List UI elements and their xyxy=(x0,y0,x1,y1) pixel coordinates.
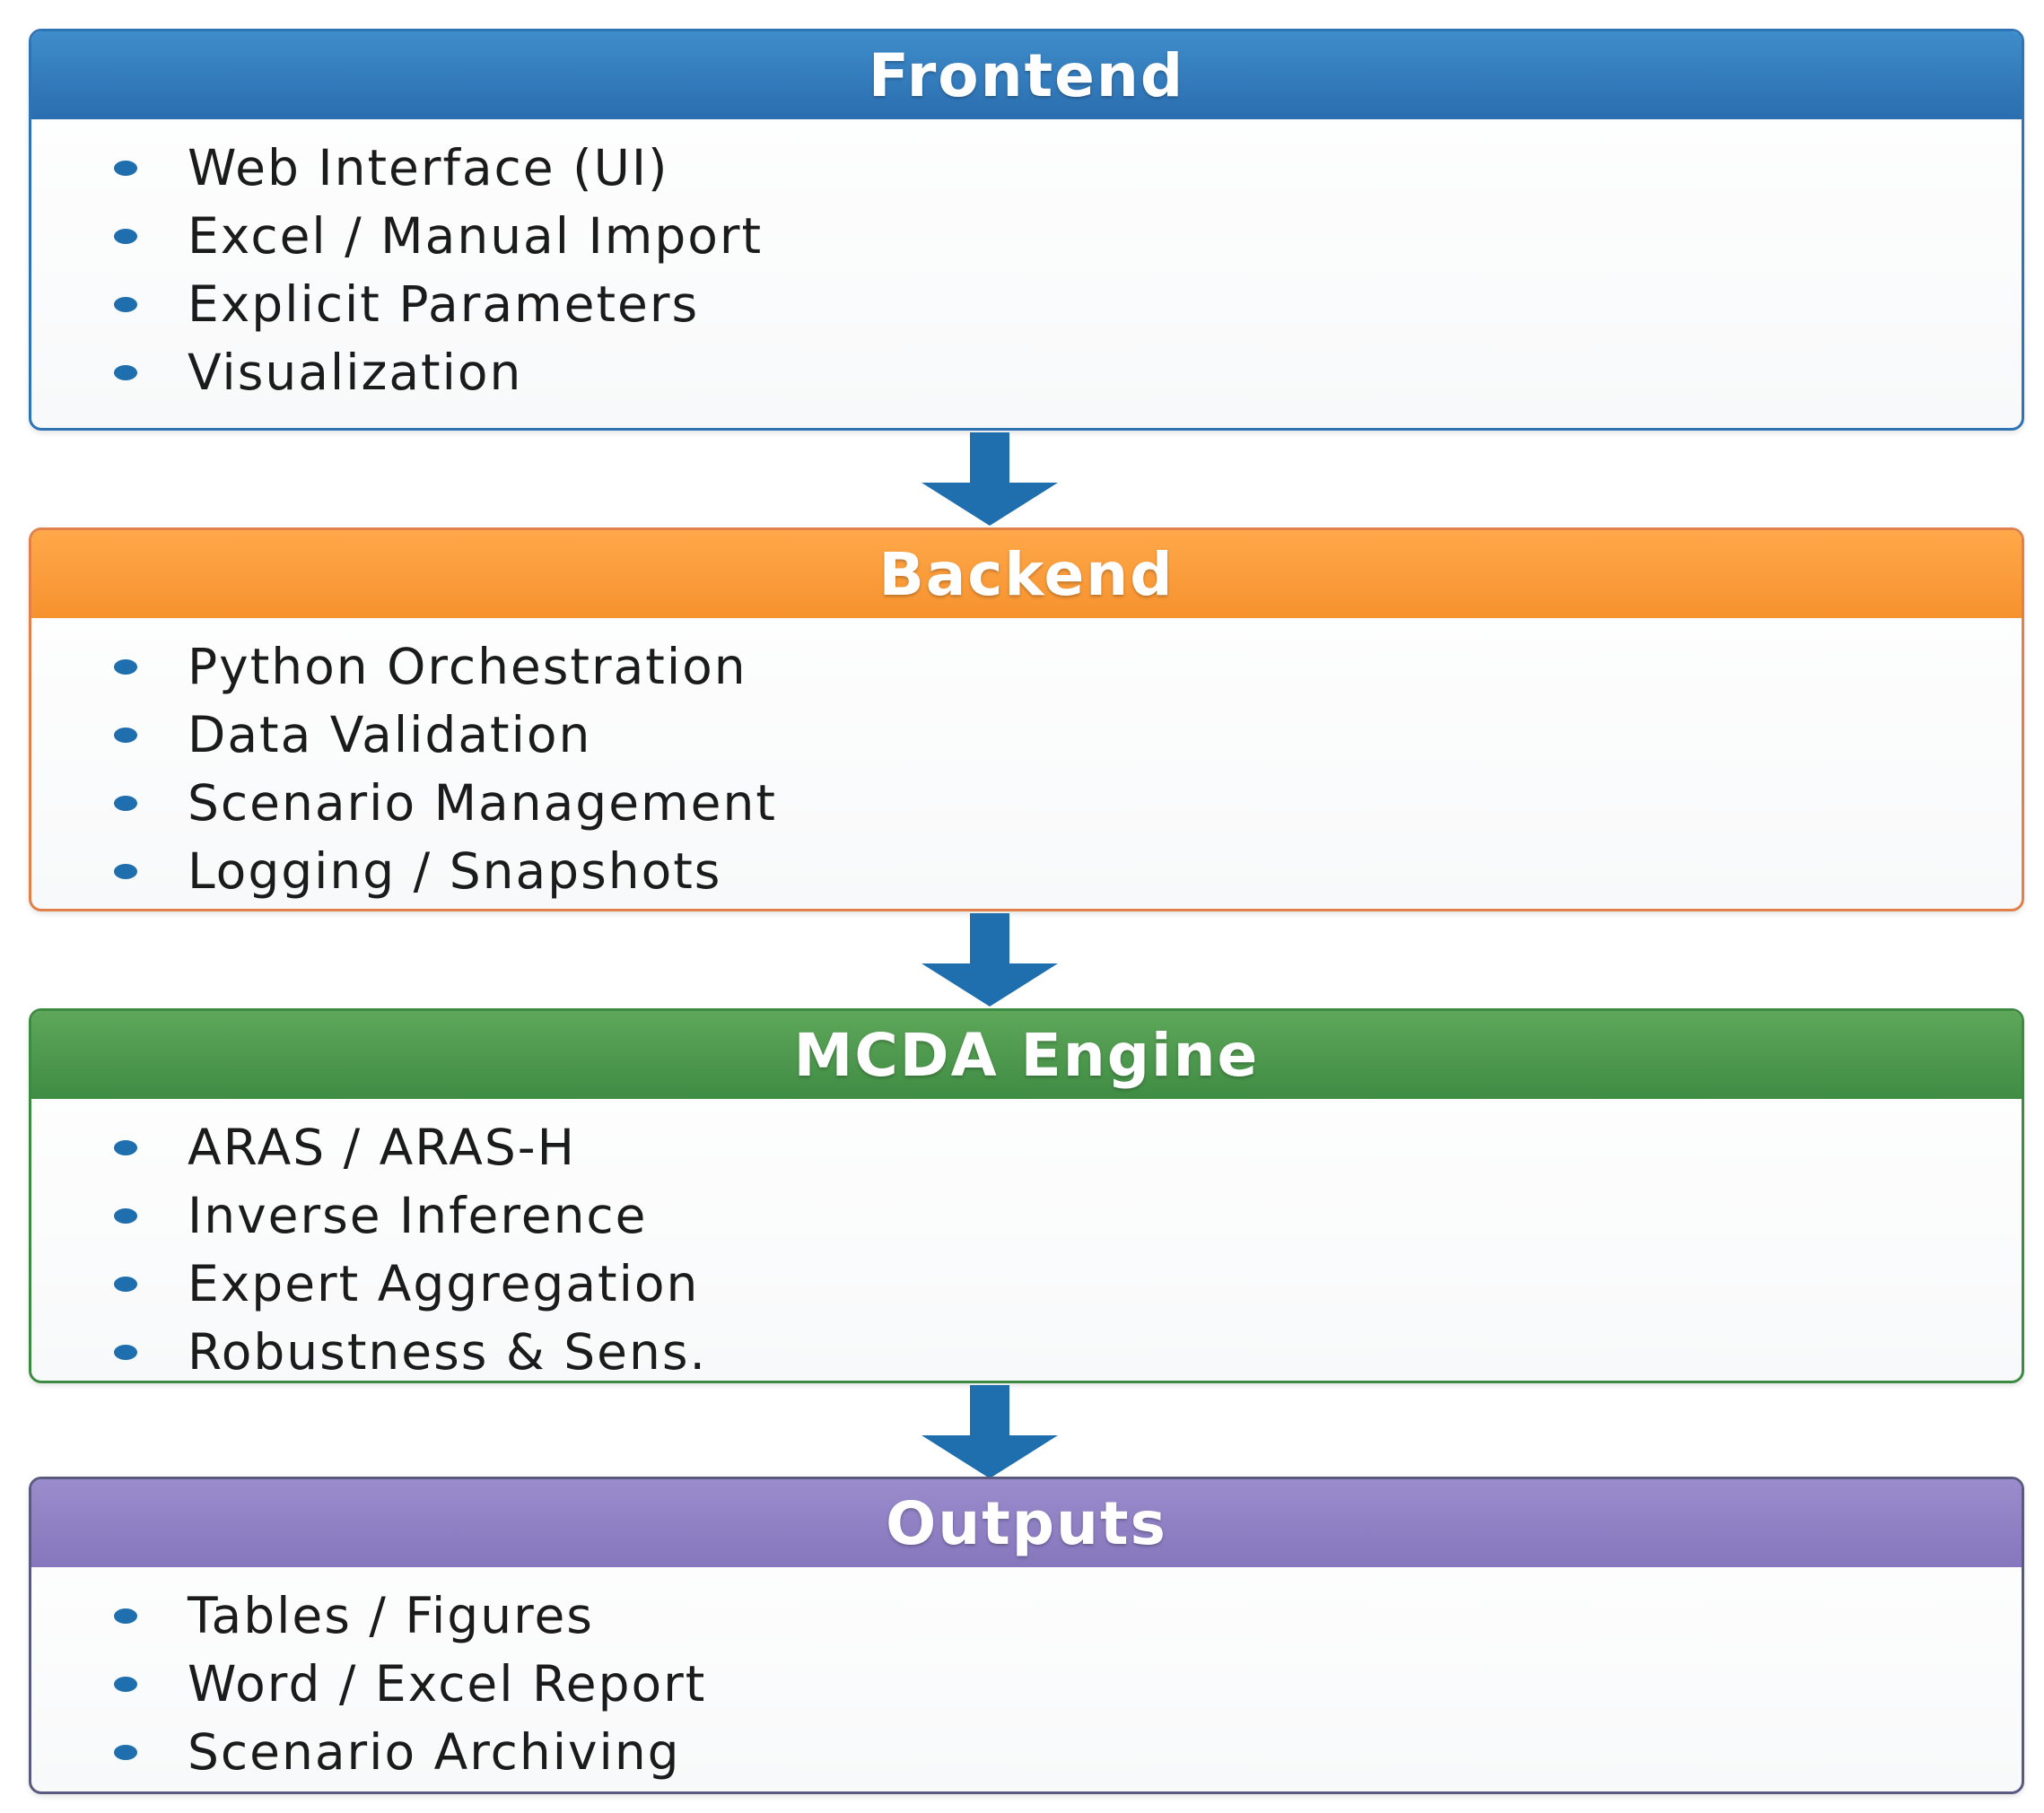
bullet-icon xyxy=(114,1744,137,1760)
bullet-icon xyxy=(114,727,137,743)
backend-panel-list: Python Orchestration Data Validation Sce… xyxy=(31,618,2022,905)
backend-panel-title: Backend xyxy=(31,530,2022,618)
list-item: Scenario Archiving xyxy=(114,1718,2022,1786)
bullet-icon xyxy=(114,658,137,675)
frontend-panel-title: Frontend xyxy=(31,31,2022,119)
list-item: ARAS / ARAS-H xyxy=(114,1113,2022,1181)
frontend-panel: Frontend Web Interface (UI) Excel / Manu… xyxy=(29,29,2024,431)
bullet-icon xyxy=(114,1608,137,1624)
list-item: Visualization xyxy=(114,338,2022,406)
bullet-icon xyxy=(114,1207,137,1224)
list-item: Data Validation xyxy=(114,701,2022,769)
bullet-icon xyxy=(114,160,137,176)
list-item: Expert Aggregation xyxy=(114,1250,2022,1318)
bullet-icon xyxy=(114,795,137,811)
list-item: Scenario Management xyxy=(114,769,2022,837)
list-item: Logging / Snapshots xyxy=(114,837,2022,905)
list-item: Excel / Manual Import xyxy=(114,202,2022,270)
bullet-icon xyxy=(114,1676,137,1692)
mcda-engine-panel: MCDA Engine ARAS / ARAS-H Inverse Infere… xyxy=(29,1008,2024,1383)
frontend-panel-list: Web Interface (UI) Excel / Manual Import… xyxy=(31,119,2022,406)
list-item: Word / Excel Report xyxy=(114,1650,2022,1718)
list-item: Robustness & Sens. xyxy=(114,1318,2022,1381)
backend-panel: Backend Python Orchestration Data Valida… xyxy=(29,527,2024,911)
bullet-icon xyxy=(114,1276,137,1292)
down-arrow-icon xyxy=(918,432,1061,526)
bullet-icon xyxy=(114,1344,137,1360)
bullet-icon xyxy=(114,1139,137,1155)
down-arrow-icon xyxy=(918,1385,1061,1478)
mcda-engine-panel-title: MCDA Engine xyxy=(31,1011,2022,1099)
bullet-icon xyxy=(114,228,137,244)
list-item: Python Orchestration xyxy=(114,632,2022,701)
mcda-engine-panel-list: ARAS / ARAS-H Inverse Inference Expert A… xyxy=(31,1099,2022,1381)
bullet-icon xyxy=(114,296,137,312)
list-item: Web Interface (UI) xyxy=(114,134,2022,202)
outputs-panel-list: Tables / Figures Word / Excel Report Sce… xyxy=(31,1567,2022,1786)
list-item: Inverse Inference xyxy=(114,1181,2022,1250)
list-item: Explicit Parameters xyxy=(114,270,2022,338)
bullet-icon xyxy=(114,364,137,380)
list-item: Tables / Figures xyxy=(114,1582,2022,1650)
outputs-panel: Outputs Tables / Figures Word / Excel Re… xyxy=(29,1477,2024,1794)
down-arrow-icon xyxy=(918,913,1061,1007)
bullet-icon xyxy=(114,863,137,879)
outputs-panel-title: Outputs xyxy=(31,1479,2022,1567)
